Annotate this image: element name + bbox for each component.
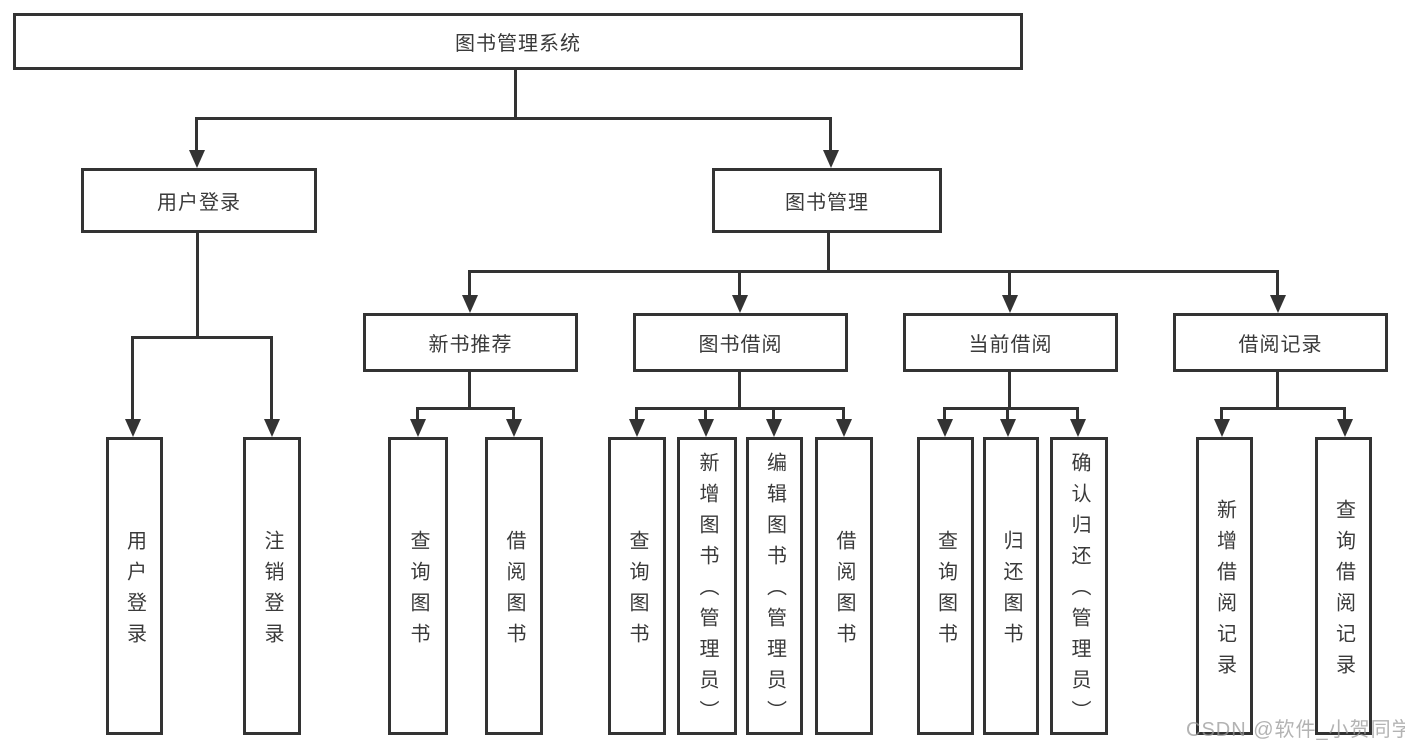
connector-line [195,117,198,152]
leaf-login-logout: 注销登录 [243,437,301,735]
leaf-login-user-login: 用户登录 [106,437,163,735]
node-label: 借阅记录 [1238,334,1323,356]
leaf-records-query-record: 查询借阅记录 [1315,437,1372,735]
connector-line [1076,407,1079,421]
connector-line [772,407,775,421]
node-borrowing-records: 借阅记录 [1173,313,1388,372]
connector-line [1276,270,1279,297]
leaf-borrow-add-books-admin: 新增图书（管理员） [677,437,737,735]
node-label: 确认归还（管理员） [1068,452,1090,731]
arrowhead-down-icon [629,419,645,437]
arrowhead-down-icon [1002,295,1018,313]
connector-line [1008,372,1011,409]
arrowhead-down-icon [766,419,782,437]
connector-line [416,407,419,421]
arrowhead-down-icon [1000,419,1016,437]
arrowhead-down-icon [836,419,852,437]
connector-line [270,336,273,421]
arrowhead-down-icon [462,295,478,313]
leaf-current-return-books: 归还图书 [983,437,1039,735]
node-label: 查询图书 [407,529,429,654]
node-label: 查询图书 [934,529,957,654]
connector-line [738,270,741,297]
connector-line [131,336,273,339]
connector-line [196,233,199,337]
arrowhead-down-icon [732,295,748,313]
connector-line [1343,407,1346,421]
connector-line [943,407,946,421]
node-label: 借阅图书 [833,529,855,654]
node-label: 图书借阅 [698,334,783,356]
node-label: 新增借阅记录 [1213,498,1236,685]
leaf-borrow-borrow-books: 借阅图书 [815,437,873,735]
arrowhead-down-icon [1337,419,1353,437]
node-label: 用户登录 [123,529,146,654]
arrowhead-down-icon [1214,419,1230,437]
connector-line [1008,270,1011,297]
node-label: 用户登录 [157,192,241,214]
connector-line [829,117,832,152]
connector-line [468,372,471,409]
node-book-borrowing: 图书借阅 [633,313,848,372]
node-label: 当前借阅 [968,334,1053,356]
arrowhead-down-icon [1270,295,1286,313]
arrowhead-down-icon [823,150,839,168]
connector-line [195,117,832,120]
arrowhead-down-icon [410,419,426,437]
arrowhead-down-icon [698,419,714,437]
leaf-current-confirm-return-admin: 确认归还（管理员） [1050,437,1108,735]
arrowhead-down-icon [264,419,280,437]
connector-line [842,407,845,421]
connector-line [635,407,638,421]
node-label: 图书管理 [785,192,869,214]
node-new-book-recommendation: 新书推荐 [363,313,578,372]
node-library-system: 图书管理系统 [13,13,1023,70]
node-label: 查询图书 [626,529,648,654]
connector-line [1220,407,1346,410]
leaf-recommend-query-books: 查询图书 [388,437,448,735]
node-label: 图书管理系统 [455,33,581,55]
connector-line [468,270,1279,273]
leaf-records-add-record: 新增借阅记录 [1196,437,1253,735]
connector-line [512,407,515,421]
node-label: 借阅图书 [503,529,525,654]
connector-line [1006,407,1009,421]
connector-line [514,70,517,118]
arrowhead-down-icon [506,419,522,437]
node-label: 新增图书（管理员） [696,452,718,731]
connector-line [1276,372,1279,409]
arrowhead-down-icon [125,419,141,437]
node-book-management: 图书管理 [712,168,942,233]
connector-line [468,270,471,297]
arrowhead-down-icon [937,419,953,437]
connector-line [704,407,707,421]
leaf-borrow-query-books: 查询图书 [608,437,666,735]
csdn-watermark: CSDN @软件_小贺同学 [1186,719,1405,741]
leaf-recommend-borrow-books: 借阅图书 [485,437,543,735]
node-label: 注销登录 [261,529,283,654]
arrowhead-down-icon [1070,419,1086,437]
node-label: 归还图书 [1000,529,1022,654]
node-label: 编辑图书（管理员） [763,452,786,731]
node-label: 查询借阅记录 [1332,498,1355,685]
connector-line [738,372,741,409]
node-label: 新书推荐 [428,334,513,356]
connector-line [635,407,845,410]
leaf-current-query-books: 查询图书 [917,437,974,735]
connector-line [1220,407,1223,421]
connector-line [827,233,830,273]
arrowhead-down-icon [189,150,205,168]
connector-line [131,336,134,421]
connector-line [416,407,515,410]
node-current-borrowing: 当前借阅 [903,313,1118,372]
leaf-borrow-edit-books-admin: 编辑图书（管理员） [746,437,803,735]
connector-line [943,407,1079,410]
node-user-login: 用户登录 [81,168,317,233]
